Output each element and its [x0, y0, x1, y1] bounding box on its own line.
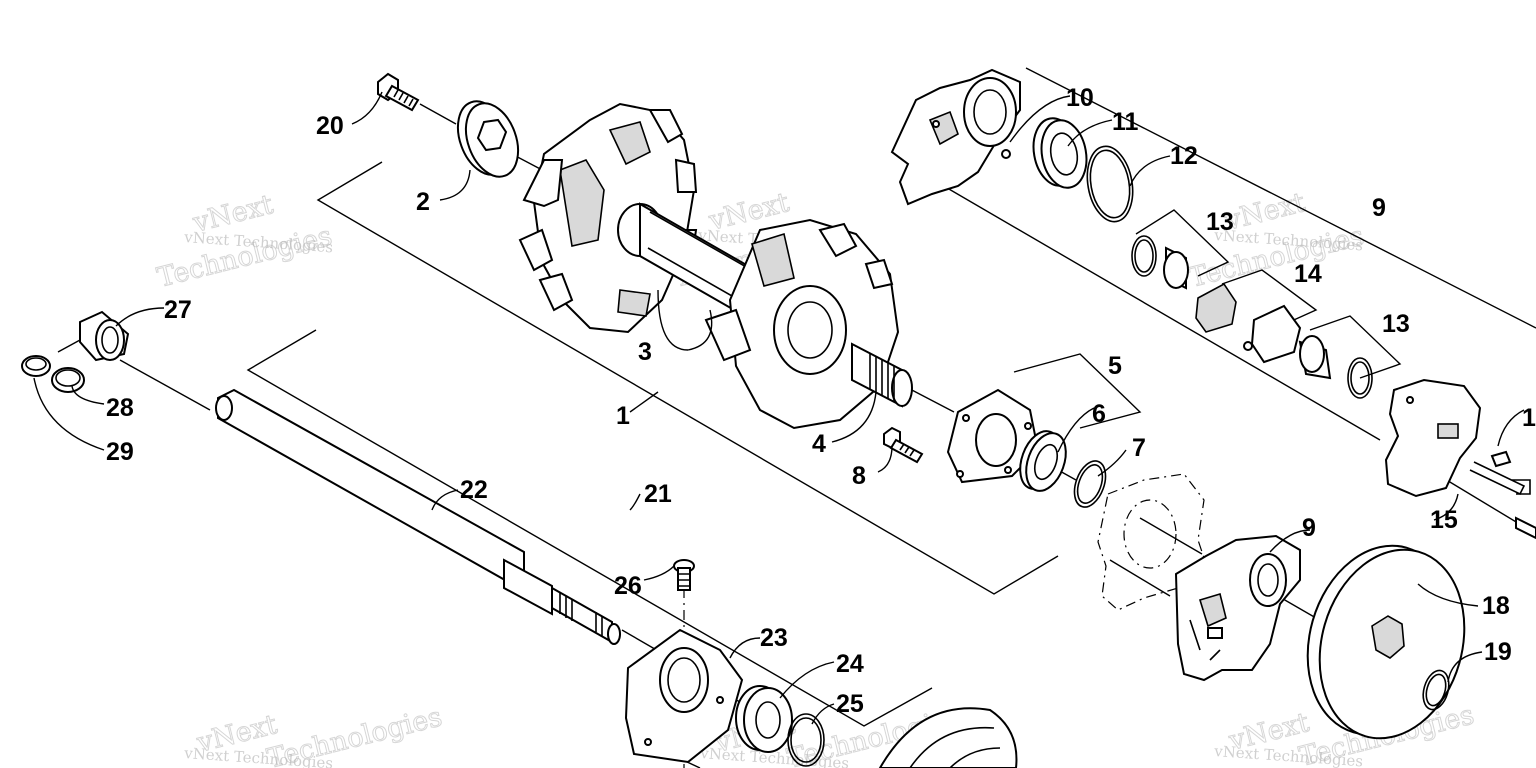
snap-ring-7 [1073, 460, 1107, 508]
bearing-11 [1032, 117, 1088, 189]
drive-sprocket-right [704, 218, 913, 430]
brake-disc-18 [1306, 544, 1466, 740]
callout-2: 2 [416, 188, 430, 216]
callout-13-lower: 13 [1382, 310, 1410, 338]
gasket [1097, 473, 1209, 611]
bearing-flange-5 [946, 388, 1040, 484]
callout-20: 20 [316, 112, 344, 140]
axis-line-clamps [57, 339, 81, 353]
callout-9-top: 9 [1372, 194, 1386, 222]
bracket-5 [1013, 353, 1142, 429]
watermark-bottom-left: vNext vNext Technologies Technologies [183, 701, 446, 768]
callout-10: 10 [1066, 84, 1094, 112]
assembly-bracket-1 [316, 161, 1059, 595]
o-ring-12 [1086, 145, 1134, 223]
callout-24: 24 [836, 650, 864, 678]
caliper-lower-9 [1174, 534, 1301, 682]
pin-15 [1469, 461, 1531, 496]
ring-13-lower [1298, 335, 1373, 399]
axis-line-bolt-20 [419, 103, 457, 125]
bearing-flange-23 [624, 628, 744, 764]
watermark-top-left: vNext vNext Technologies Technologies [154, 189, 336, 295]
leader-lines [33, 91, 1525, 725]
snap-ring-19 [1422, 669, 1450, 711]
callout-15: 15 [1430, 506, 1458, 534]
bracket-14 [1221, 269, 1318, 329]
clamp-29 [21, 355, 51, 377]
bolt-20 [377, 72, 420, 112]
bolt-8 [883, 426, 924, 464]
callout-3: 3 [638, 338, 652, 366]
watermark-top-right: vNext vNext Technologies Technologies [1186, 187, 1368, 295]
callout-11: 11 [1112, 108, 1139, 136]
axis-line-gasket [1139, 517, 1203, 555]
callout-5: 5 [1108, 352, 1122, 380]
callout-25: 25 [836, 690, 864, 718]
callout-18: 18 [1482, 592, 1510, 620]
seal-6 [1019, 430, 1067, 492]
caliper-right [1384, 378, 1512, 498]
bolt-right-edge [1515, 516, 1536, 540]
ring-25 [787, 713, 825, 767]
caliper-upper-10 [890, 68, 1021, 206]
brake-pads-14 [1195, 282, 1302, 364]
callout-29: 29 [106, 438, 134, 466]
assembly-bracket-9-top [1025, 67, 1536, 329]
axis-line-lower-bolt [1109, 559, 1171, 597]
callout-1: 1 [616, 402, 630, 430]
axis-line-shaft-clamp [119, 359, 211, 411]
callout-8: 8 [852, 462, 866, 490]
callout-26: 26 [614, 572, 642, 600]
callout-28: 28 [106, 394, 134, 422]
bracket-13-upper [1135, 209, 1230, 277]
axis-line-4-5 [907, 387, 955, 413]
callout-23: 23 [760, 624, 788, 652]
axis-line-caliper [929, 177, 1381, 441]
callout-1-right: 1 [1522, 404, 1536, 432]
bearing-24 [735, 685, 793, 753]
callout-19: 19 [1484, 638, 1512, 666]
clamp-28 [51, 367, 85, 393]
shaft-22 [215, 388, 621, 645]
callout-22: 22 [460, 476, 488, 504]
callout-4: 4 [812, 430, 826, 458]
bolt-26 [673, 559, 695, 591]
bracket-13-lower [1309, 315, 1402, 379]
hex-washer-2 [456, 100, 520, 178]
callout-labels: 20 2 3 1 4 8 5 6 7 10 11 12 9 13 14 13 1… [106, 84, 1536, 718]
callout-9-lower: 9 [1302, 514, 1316, 542]
ring-13-upper [1131, 235, 1189, 290]
svg-text:Technologies: Technologies [264, 701, 445, 768]
callout-7: 7 [1132, 434, 1146, 462]
idler-wheel [878, 707, 1018, 768]
callout-27: 27 [164, 296, 192, 324]
callout-6: 6 [1092, 400, 1106, 428]
boot-27 [79, 310, 130, 362]
assembly-bracket-21 [246, 329, 933, 727]
callout-21: 21 [644, 480, 672, 508]
callout-13-upper: 13 [1206, 208, 1234, 236]
callout-12: 12 [1170, 142, 1198, 170]
callout-14: 14 [1294, 260, 1322, 288]
